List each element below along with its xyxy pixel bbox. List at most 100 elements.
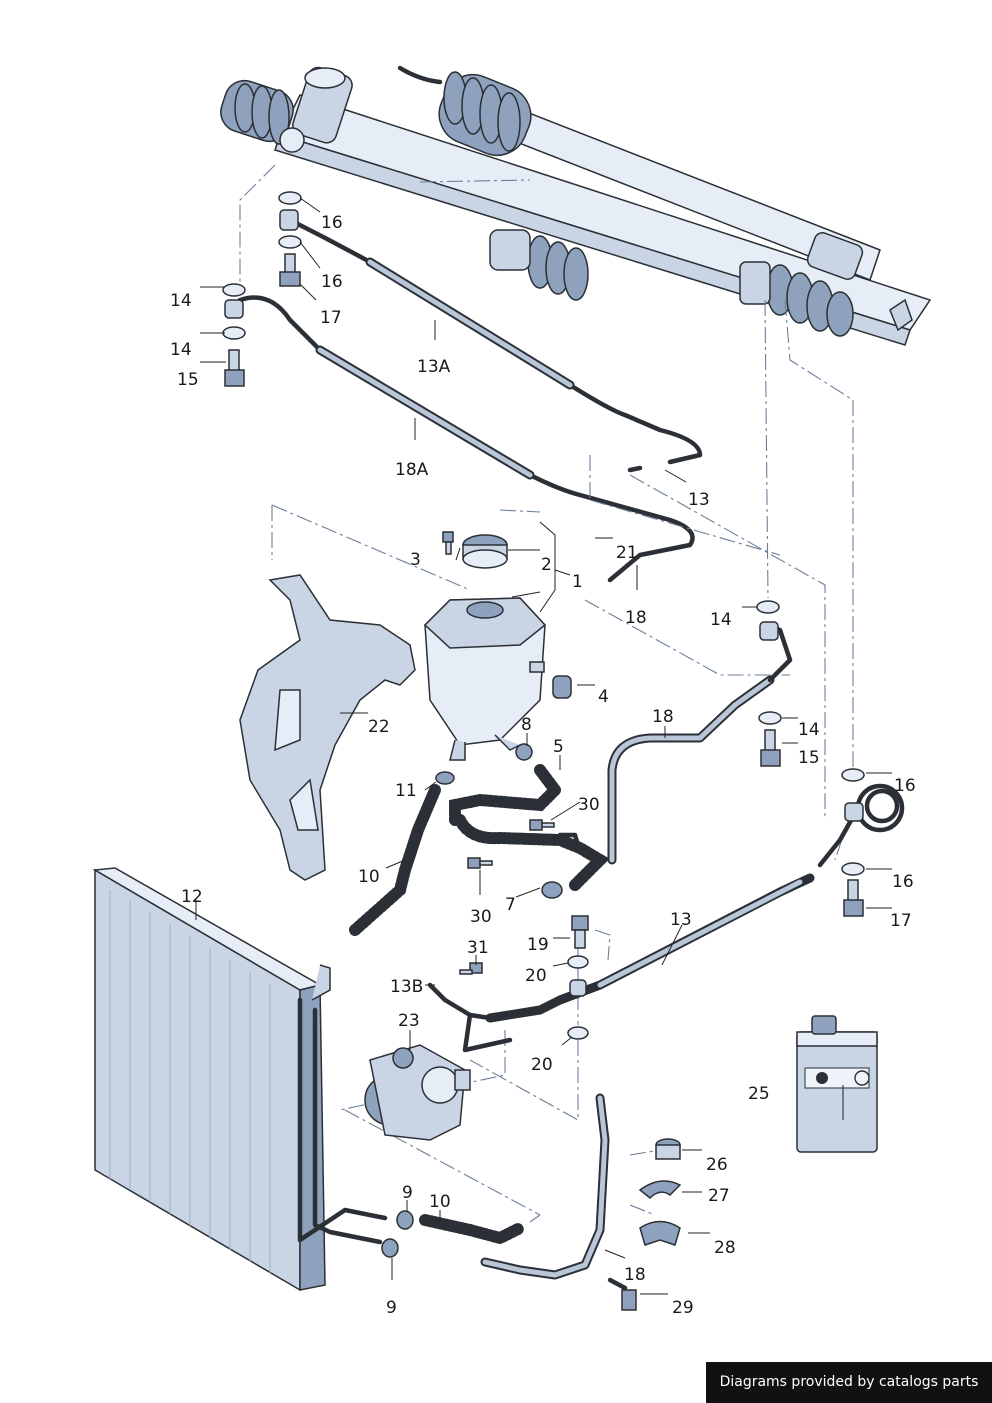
washer-14-a (222, 283, 246, 297)
callout-2: 2 (541, 555, 552, 575)
hose-10-upper (349, 784, 441, 936)
clamp-7 (541, 881, 563, 899)
bracket-22 (239, 574, 416, 881)
callout-9: 9 (402, 1183, 413, 1203)
oil-cooler-12 (92, 867, 388, 1292)
callout-29: 29 (672, 1298, 694, 1318)
callout-14: 14 (710, 610, 732, 630)
callout-31: 31 (467, 938, 489, 958)
washer-14-b (222, 326, 246, 340)
bolt-30-b (467, 857, 493, 869)
clip-29 (607, 1277, 637, 1311)
bolt-15 (224, 349, 245, 387)
return-hose-18-lower (480, 1093, 610, 1280)
callout-12: 12 (181, 887, 203, 907)
bolt-31 (459, 962, 483, 975)
clip-27 (638, 1180, 682, 1200)
callout-22: 22 (368, 717, 390, 737)
steering-rack-rhd (397, 65, 913, 337)
bolt-30-a (529, 819, 555, 831)
clamp-9-a (396, 1210, 414, 1230)
callout-14: 14 (170, 340, 192, 360)
callout-21: 21 (616, 543, 638, 563)
callout-10: 10 (358, 867, 380, 887)
pressure-hose-13 (427, 873, 815, 1053)
union-16 (279, 209, 299, 231)
union-16-c (844, 802, 864, 822)
union-14-c (759, 621, 779, 641)
washer-16-c (841, 768, 865, 782)
hose-5 (449, 764, 563, 826)
callout-13b: 13B (390, 977, 423, 997)
callout-15: 15 (177, 370, 199, 390)
callout-9: 9 (386, 1298, 397, 1318)
washer-14-c (756, 600, 780, 614)
bolt-17-b (843, 879, 864, 917)
bolt-17 (279, 253, 301, 287)
callout-7: 7 (505, 895, 516, 915)
clamp-9-b (381, 1238, 399, 1258)
leader-lines (195, 197, 892, 1295)
callout-8: 8 (521, 715, 532, 735)
callout-10: 10 (429, 1192, 451, 1212)
callout-15: 15 (798, 748, 820, 768)
callout-11: 11 (395, 781, 417, 801)
pressure-line-13a (287, 217, 703, 473)
callout-18: 18 (624, 1265, 646, 1285)
callout-27: 27 (708, 1186, 730, 1206)
power-steering-pump (364, 1044, 471, 1141)
callout-13a: 13A (417, 357, 451, 377)
callout-4: 4 (598, 687, 609, 707)
callout-14: 14 (798, 720, 820, 740)
credit-banner: Diagrams provided by catalogs parts (706, 1362, 992, 1403)
callout-23: 23 (398, 1011, 420, 1031)
hose-10-lower (419, 1214, 526, 1245)
callout-25: 25 (748, 1084, 770, 1104)
callout-14: 14 (170, 291, 192, 311)
callout-1: 1 (572, 572, 583, 592)
callout-26: 26 (706, 1155, 728, 1175)
bolt-15-b (760, 729, 781, 767)
callout-20: 20 (525, 966, 547, 986)
callout-30: 30 (578, 795, 600, 815)
callout-13: 13 (688, 490, 710, 510)
washer-20-a (567, 955, 589, 969)
washer-16-d (841, 862, 865, 876)
callout-19: 19 (527, 935, 549, 955)
callout-3: 3 (410, 550, 421, 570)
callout-28: 28 (714, 1238, 736, 1258)
reservoir (423, 597, 547, 761)
callout-18: 18 (652, 707, 674, 727)
washer-14-d (758, 711, 782, 725)
clamp-8 (515, 743, 533, 761)
return-hose-18-middle (607, 622, 793, 865)
grommet-4 (552, 675, 572, 699)
return-line-18a (237, 295, 695, 583)
fluid-bottle-25 (796, 1015, 878, 1153)
union-14 (224, 299, 244, 319)
clamp-11 (435, 771, 455, 785)
callout-16: 16 (321, 213, 343, 233)
callout-18: 18 (625, 608, 647, 628)
callout-20: 20 (531, 1055, 553, 1075)
callout-17: 17 (320, 308, 342, 328)
callout-16: 16 (892, 872, 914, 892)
coil-pipe-16 (817, 783, 905, 868)
callout-labels: 16 16 17 14 14 15 13A 18A 13 3 2 1 21 18… (170, 213, 916, 1318)
callout-16: 16 (321, 272, 343, 292)
washer-20-b (567, 1026, 589, 1040)
clip-28 (639, 1220, 681, 1246)
union-20 (569, 979, 587, 997)
callout-30: 30 (470, 907, 492, 927)
callout-18a: 18A (395, 460, 429, 480)
callout-16: 16 (894, 776, 916, 796)
bolt-3 (442, 531, 454, 555)
callout-17: 17 (890, 911, 912, 931)
callout-13: 13 (670, 910, 692, 930)
washer-16-top (278, 191, 302, 205)
washer-16-lower (278, 235, 302, 249)
hose-assembly-30 (454, 814, 610, 891)
reservoir-cap (462, 534, 508, 569)
cap-26 (655, 1138, 681, 1160)
